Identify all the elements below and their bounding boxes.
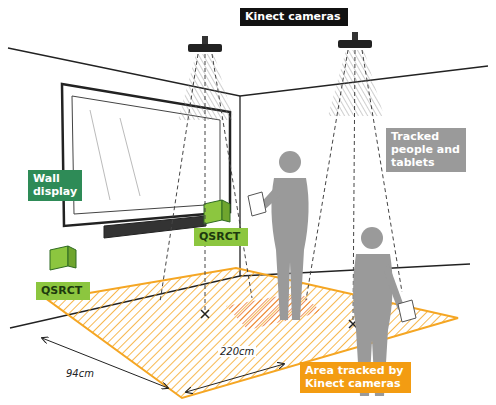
floor-mark xyxy=(201,310,357,328)
dimension-line xyxy=(42,338,284,392)
label-text: Wall display xyxy=(33,172,77,198)
display-label: Wall display xyxy=(28,170,82,201)
kinect-camera xyxy=(178,32,384,120)
label-text: QSRCT xyxy=(41,284,85,297)
label-text: Tracked people and tablets xyxy=(391,130,461,170)
people-label: Tracked people and tablets xyxy=(386,128,466,172)
device-label: QSRCT xyxy=(194,228,248,246)
person-shadow xyxy=(226,292,322,330)
area-label: Area tracked by Kinect cameras xyxy=(300,362,411,393)
tracked-person xyxy=(258,151,404,396)
tablet xyxy=(248,192,416,322)
label-text: Area tracked by Kinect cameras xyxy=(305,364,406,390)
device-label: QSRCT xyxy=(36,282,90,300)
dimension-label: 220cm xyxy=(218,346,256,357)
label-text: Kinect cameras xyxy=(245,10,343,23)
dimension-label: 94cm xyxy=(64,368,96,379)
label-text: QSRCT xyxy=(199,230,243,243)
camera-label: Kinect cameras xyxy=(240,8,348,26)
